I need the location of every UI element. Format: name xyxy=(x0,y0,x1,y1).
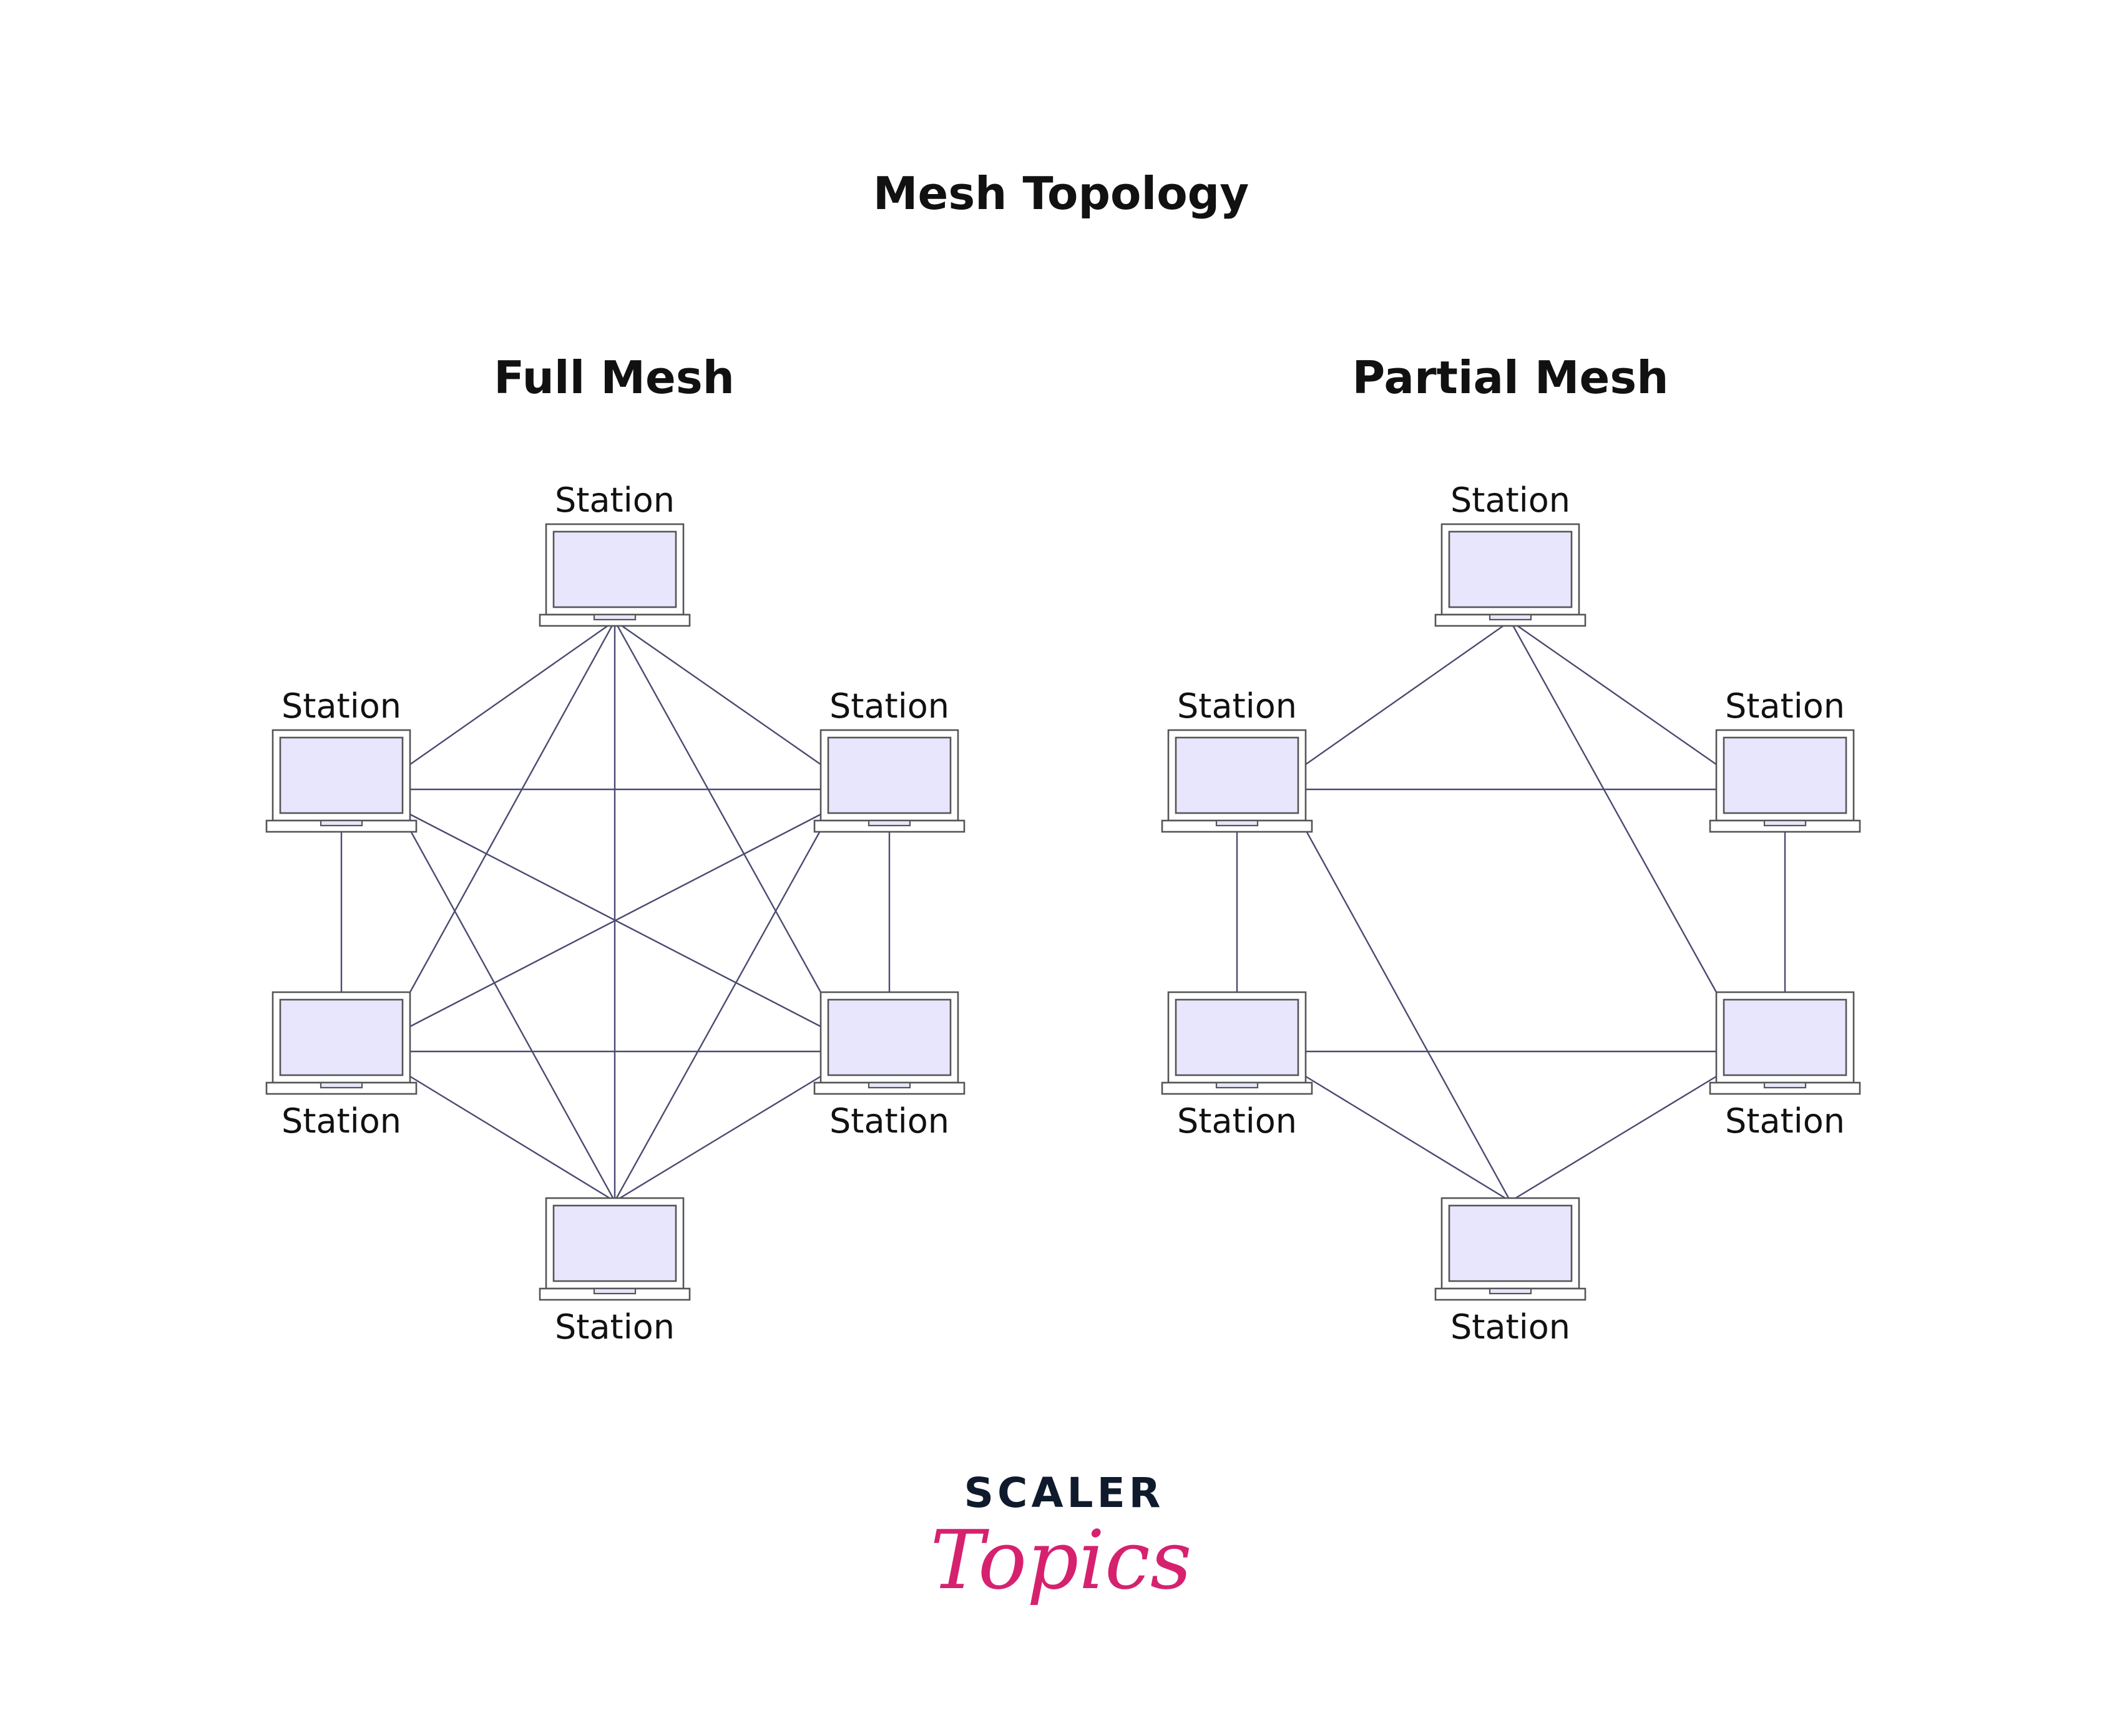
station-label: Station xyxy=(281,686,401,726)
laptop-screen xyxy=(552,1204,677,1282)
station-lower-right: Station xyxy=(813,991,966,1141)
laptop-screen xyxy=(279,998,404,1076)
station-label: Station xyxy=(555,480,675,520)
link-top-upper-right xyxy=(1510,620,1717,765)
laptop-trackpad xyxy=(1215,1081,1259,1089)
station-label: Station xyxy=(1450,1307,1570,1347)
station-lower-left: Station xyxy=(1161,991,1313,1141)
partial-mesh-title: Partial Mesh xyxy=(1352,351,1669,404)
full-mesh-title: Full Mesh xyxy=(494,351,735,404)
laptop-screen xyxy=(279,736,404,814)
laptop-trackpad xyxy=(593,613,637,621)
laptop-screen xyxy=(1723,998,1847,1076)
station-bottom: Station xyxy=(1434,1197,1587,1347)
link-lower-right-bottom xyxy=(1510,1075,1717,1202)
partial-mesh-links xyxy=(1236,620,1786,1202)
laptop-screen xyxy=(1175,998,1299,1076)
link-upper-right-lower-left xyxy=(409,813,821,1028)
link-top-upper-left xyxy=(1305,620,1511,765)
laptop-trackpad xyxy=(868,1081,911,1089)
link-lower-left-bottom xyxy=(409,1075,615,1202)
laptop-trackpad xyxy=(1489,1287,1532,1295)
station-label: Station xyxy=(1725,686,1845,726)
logo-topics-text: Topics xyxy=(930,1513,1191,1607)
laptop-screen xyxy=(827,736,952,814)
laptop-screen xyxy=(1448,530,1573,608)
laptop-trackpad xyxy=(1489,613,1532,621)
station-top: Station xyxy=(1434,480,1587,627)
link-top-upper-right xyxy=(614,620,821,765)
laptop-screen xyxy=(1723,736,1847,814)
station-label: Station xyxy=(829,686,949,726)
logo-scaler-text: SCALER xyxy=(964,1469,1164,1517)
link-top-lower-right xyxy=(1509,620,1718,993)
scaler-topics-logo: SCALER Topics xyxy=(930,1469,1191,1607)
link-lower-left-bottom xyxy=(1305,1075,1511,1202)
laptop-screen xyxy=(1175,736,1299,814)
station-label: Station xyxy=(1177,1101,1297,1141)
laptop-screen xyxy=(552,530,677,608)
station-top: Station xyxy=(539,480,691,627)
laptop-trackpad xyxy=(868,819,911,827)
station-bottom: Station xyxy=(539,1197,691,1347)
link-upper-left-bottom xyxy=(1304,829,1512,1202)
station-upper-left: Station xyxy=(265,686,418,833)
link-top-lower-right xyxy=(614,620,822,993)
station-label: Station xyxy=(1177,686,1297,726)
laptop-trackpad xyxy=(1763,1081,1807,1089)
link-lower-right-bottom xyxy=(614,1075,821,1202)
laptop-screen xyxy=(827,998,952,1076)
station-label: Station xyxy=(1450,480,1570,520)
station-upper-right: Station xyxy=(813,686,966,833)
station-label: Station xyxy=(281,1101,401,1141)
laptop-trackpad xyxy=(1215,819,1259,827)
link-top-lower-left xyxy=(409,620,616,993)
laptop-screen xyxy=(1448,1204,1573,1282)
station-upper-right: Station xyxy=(1709,686,1861,833)
station-label: Station xyxy=(555,1307,675,1347)
station-lower-left: Station xyxy=(265,991,418,1141)
station-label: Station xyxy=(1725,1101,1845,1141)
laptop-trackpad xyxy=(320,819,363,827)
station-lower-right: Station xyxy=(1709,991,1861,1141)
full-mesh-links xyxy=(340,620,891,1202)
link-upper-left-bottom xyxy=(409,829,616,1202)
page-title: Mesh Topology xyxy=(873,167,1249,220)
laptop-trackpad xyxy=(320,1081,363,1089)
station-label: Station xyxy=(829,1101,949,1141)
station-upper-left: Station xyxy=(1161,686,1313,833)
laptop-trackpad xyxy=(593,1287,637,1295)
link-upper-right-bottom xyxy=(614,829,822,1202)
link-top-upper-left xyxy=(409,620,615,765)
laptop-trackpad xyxy=(1763,819,1807,827)
